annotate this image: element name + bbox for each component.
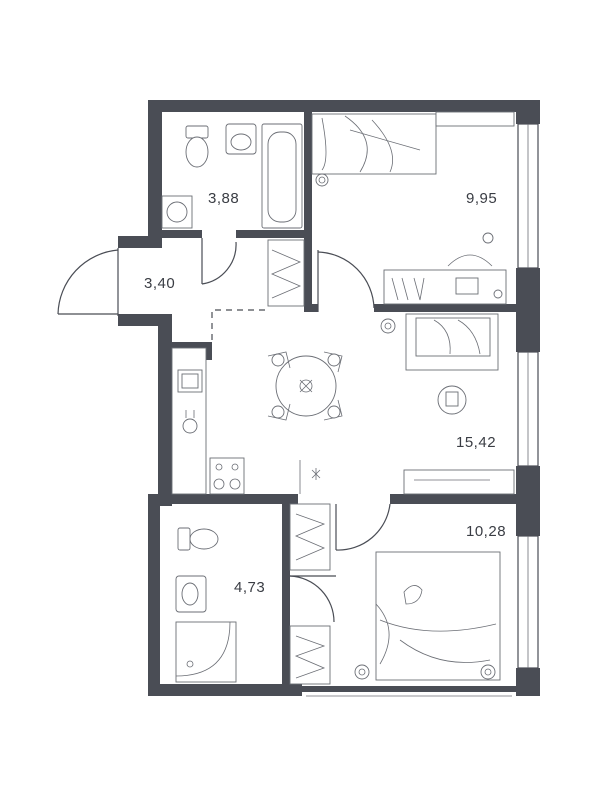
washing-machine-icon [161, 195, 193, 229]
windows [306, 123, 539, 697]
tv-unit-icon [403, 469, 515, 495]
sink-icon [225, 123, 257, 155]
doors [57, 238, 391, 623]
area-bathroom-top: 3,88 [208, 190, 239, 207]
side-table-icon [437, 385, 467, 415]
kitchen-counter [171, 347, 245, 495]
desk-icon [383, 232, 507, 305]
area-labels: 3,88 9,95 3,40 15,42 4,73 10,28 [144, 190, 506, 596]
sink-lower-icon [175, 575, 207, 613]
wardrobe-lower-icon [289, 503, 331, 685]
bed-lower-icon [354, 551, 501, 681]
shower-icon [175, 621, 237, 683]
walls [118, 100, 540, 696]
area-bedroom-bottom: 10,28 [466, 523, 506, 540]
area-hallway: 3,40 [144, 275, 175, 292]
area-bathroom-bottom: 4,73 [234, 579, 265, 596]
bed-icon [311, 111, 515, 187]
bathtub-icon [261, 123, 303, 229]
toilet-icon [185, 125, 209, 168]
floor-lamp-icon [311, 468, 321, 480]
sofa-icon [380, 313, 499, 371]
dining-table-icon [267, 351, 343, 421]
wardrobe-icon [267, 239, 305, 307]
furniture [161, 111, 515, 685]
area-living-kitchen: 15,42 [456, 434, 496, 451]
area-bedroom-top: 9,95 [466, 190, 497, 207]
toilet-lower-icon [177, 527, 219, 551]
